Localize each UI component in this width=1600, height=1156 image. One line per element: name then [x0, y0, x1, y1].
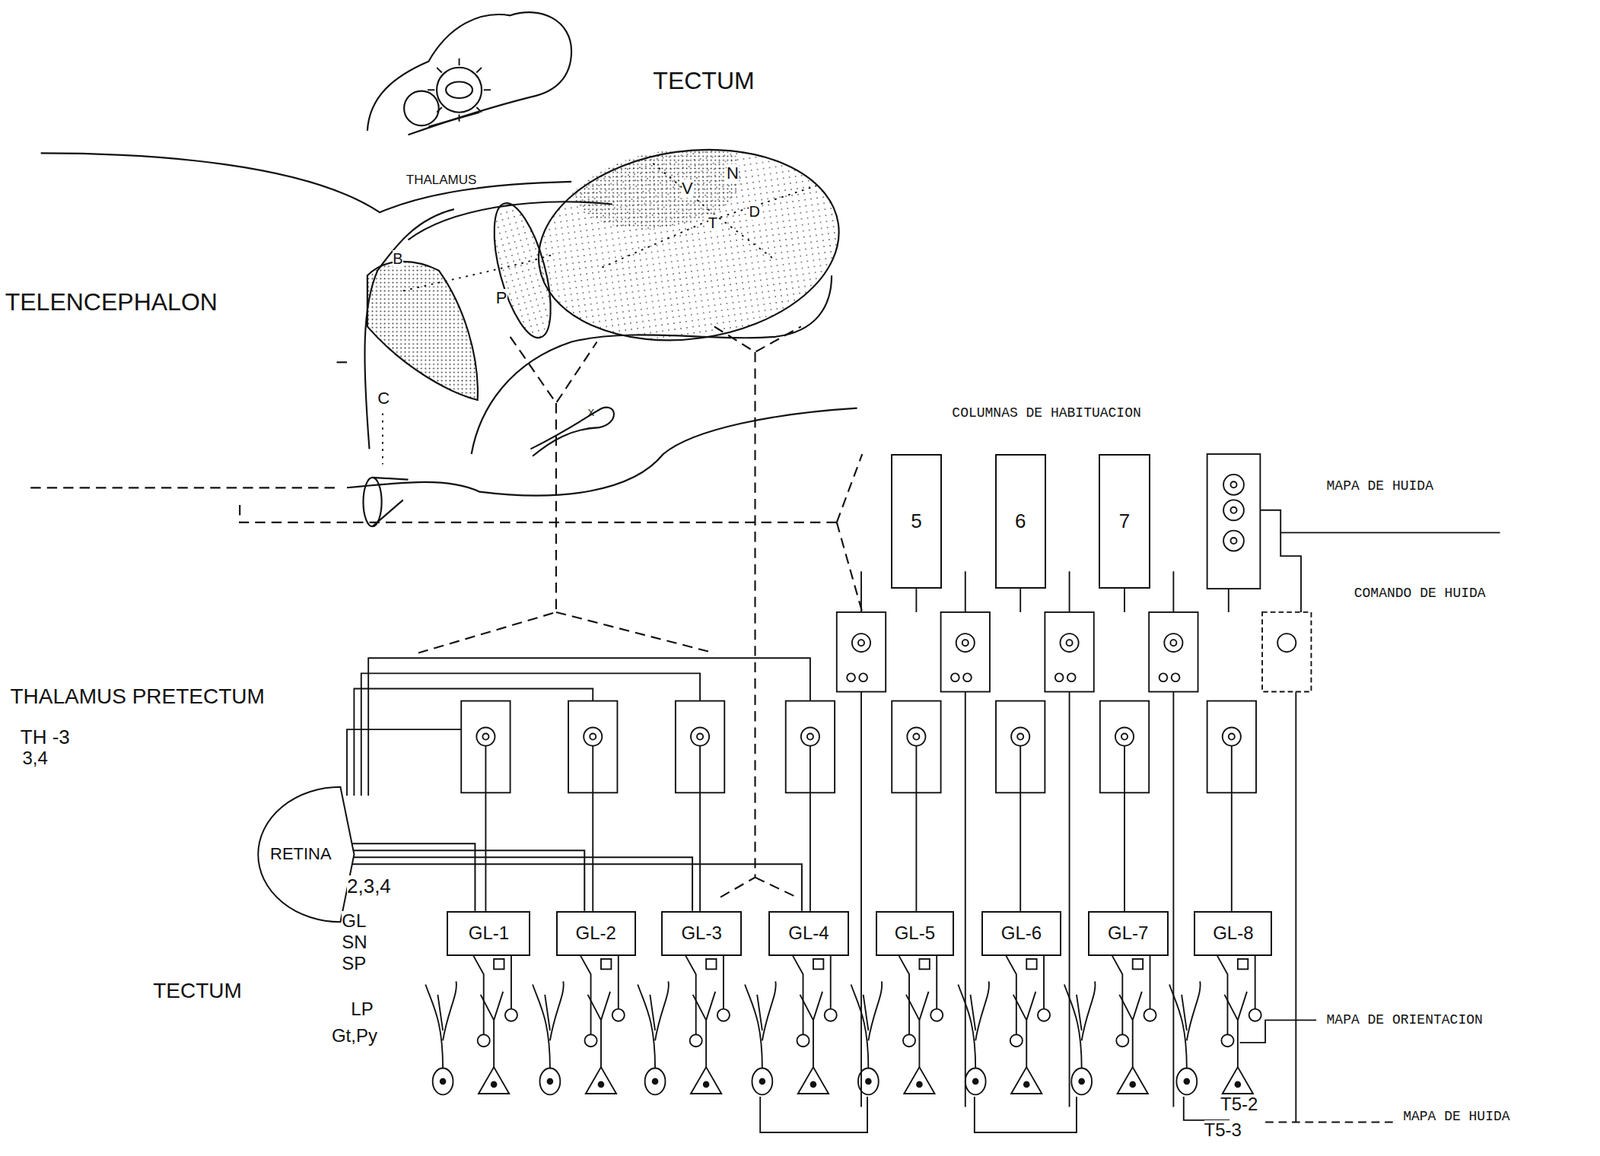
- map-label: MAPA DE HUIDA: [1402, 1110, 1510, 1126]
- part-letter: D: [748, 203, 760, 220]
- habituation-column: 5: [890, 454, 942, 589]
- node-text: 5: [910, 510, 922, 533]
- layer-label: GL: [341, 911, 366, 932]
- map-label: MAPA DE ORIENTACION: [1326, 1013, 1483, 1029]
- part-letter: C: [377, 389, 390, 408]
- gl-box: GL-2: [556, 911, 637, 957]
- part-letter: T: [708, 214, 718, 232]
- part-letter: P: [496, 289, 508, 308]
- node-text: GL-3: [680, 923, 722, 944]
- retinal-projection: [352, 857, 693, 911]
- habituation-column: 7: [1098, 454, 1150, 589]
- retinal-projection: [352, 864, 802, 911]
- map-label: COMANDO DE HUIDA: [1354, 586, 1486, 602]
- node-text: GL-2: [575, 923, 617, 944]
- node-text: 7: [1119, 510, 1130, 533]
- region-label: TECTUM: [152, 979, 242, 1004]
- part-letter: B: [392, 250, 403, 268]
- layer-label: SN: [341, 932, 367, 953]
- part-letter: V: [681, 179, 694, 198]
- gl-box: GL-8: [1193, 911, 1273, 957]
- neural-circuit: [346, 58, 1501, 1133]
- cell-label: T5-3: [1204, 1120, 1242, 1141]
- gl-box: GL-6: [981, 911, 1062, 957]
- region-label: TECTUM: [652, 67, 754, 95]
- layer-label: 2,3,4: [346, 875, 392, 898]
- node-text: GL-5: [894, 923, 936, 944]
- node-text: GL-8: [1212, 923, 1254, 944]
- gl-box: GL-3: [661, 911, 742, 957]
- node-text: RETINA: [270, 845, 332, 864]
- cell-label: T5-2: [1220, 1094, 1258, 1115]
- region-label: THALAMUS PRETECTUM: [9, 685, 265, 710]
- node-text: GL-7: [1107, 923, 1149, 944]
- gl-box: GL-5: [875, 911, 955, 957]
- dashed-bracket: [30, 326, 863, 898]
- brain-outline: [41, 12, 858, 527]
- layer-label: Gt,Py: [331, 1026, 378, 1047]
- gl-box: GL-4: [768, 911, 850, 957]
- dotted-division: [382, 163, 817, 465]
- gl-box: GL-1: [446, 911, 531, 957]
- layer-label: TH -3: [20, 726, 70, 749]
- region-label: TELENCEPHALON: [5, 289, 218, 316]
- layer-label: SP: [341, 954, 366, 974]
- column-caption: COLUMNAS DE HABITUACION: [951, 406, 1141, 422]
- node-text: GL-1: [468, 923, 509, 944]
- gl-box: GL-7: [1087, 911, 1169, 957]
- retina-shape: RETINA: [257, 785, 356, 924]
- node-text: GL-6: [1001, 923, 1042, 944]
- habituation-column: 6: [995, 454, 1047, 589]
- node-text: GL-4: [788, 923, 829, 944]
- map-label: MAPA DE HUIDA: [1326, 479, 1434, 495]
- region-label: THALAMUS: [406, 173, 478, 188]
- part-letter: N: [726, 164, 739, 183]
- layer-label: 3,4: [22, 748, 48, 769]
- part-letter: X: [588, 407, 595, 419]
- node-text: 6: [1014, 510, 1026, 533]
- layer-label: LP: [350, 999, 373, 1020]
